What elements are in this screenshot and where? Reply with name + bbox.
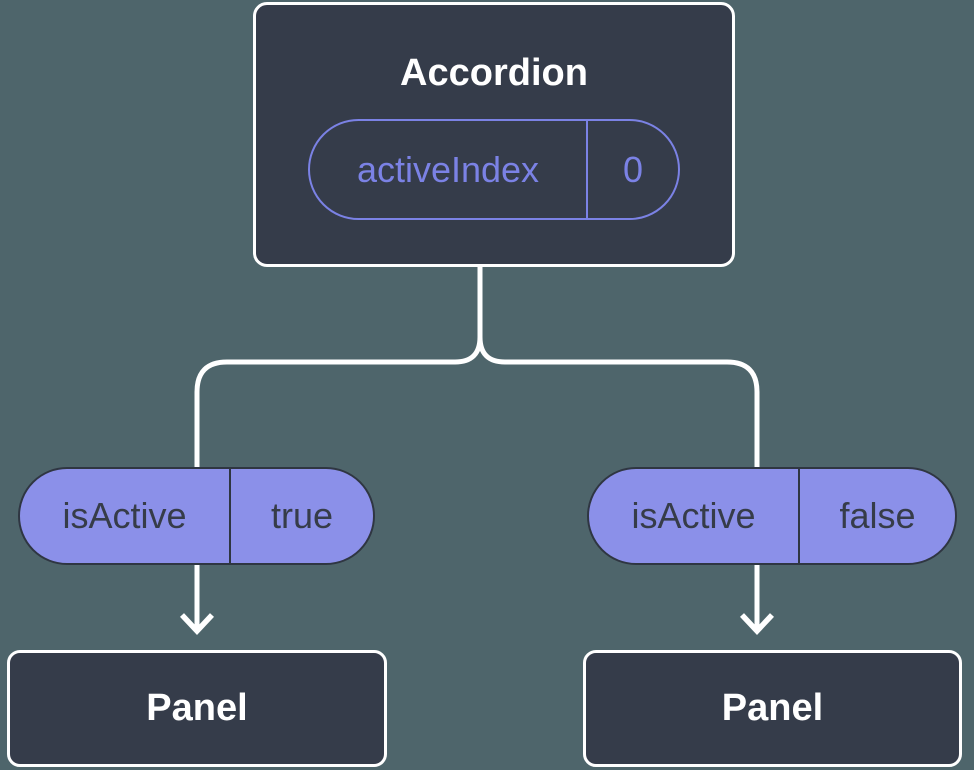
prop-pill-isactive-false: isActive false [587,467,957,565]
panel-title: Panel [146,687,248,729]
panel-title: Panel [721,687,824,729]
arrow-down-left-icon [179,613,215,636]
prop-name-label: isActive [20,469,231,563]
node-accordion: Accordion activeIndex 0 [253,2,735,267]
prop-name-label: isActive [589,469,800,563]
node-panel-left: Panel [7,650,387,767]
connector-left-branch [194,258,483,630]
state-value-label: 0 [622,148,644,190]
prop-pill-isactive-true: isActive true [18,467,375,565]
accordion-title: Accordion [400,52,588,94]
state-pill-activeindex: activeIndex 0 [308,119,680,220]
node-panel-right: Panel [583,650,962,767]
connector-right-branch [477,258,760,630]
state-name-label: activeIndex [310,121,588,218]
prop-value-label: false [839,495,916,536]
arrow-down-right-icon [739,613,775,636]
prop-value-label: true [270,495,334,536]
